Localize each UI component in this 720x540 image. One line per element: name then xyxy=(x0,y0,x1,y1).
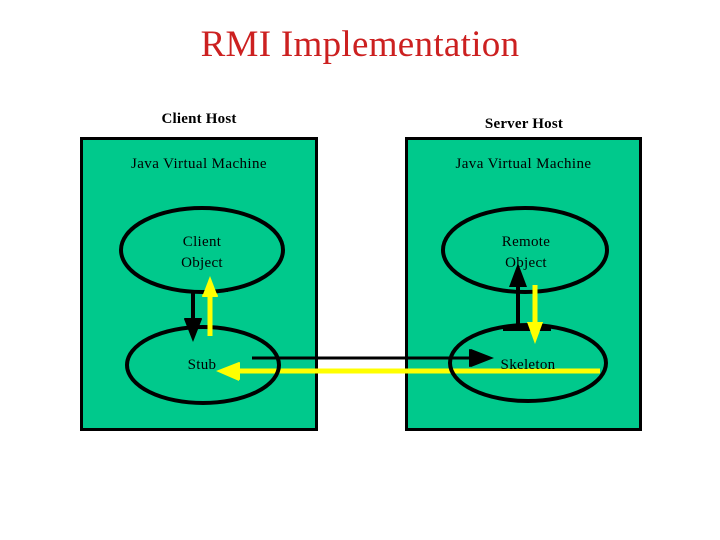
client-object-label-line2: Object xyxy=(181,255,223,271)
server-jvm-label: Java Virtual Machine xyxy=(455,156,592,172)
remote-object-label-line2: Object xyxy=(505,255,547,271)
client-object-label-line1: Client xyxy=(182,234,222,250)
server-jvm-box xyxy=(405,137,642,431)
remote-object-label-line1: Remote xyxy=(501,234,551,250)
client-jvm-box xyxy=(80,137,318,431)
client-host-label: Client Host xyxy=(161,111,237,127)
remote-object-label: Remote Object xyxy=(446,232,606,274)
stub-label: Stub xyxy=(127,355,277,376)
server-host-label: Server Host xyxy=(484,116,564,132)
stub-label-line1: Stub xyxy=(187,357,217,373)
client-object-label: Client Object xyxy=(122,232,282,274)
page-title: RMI Implementation xyxy=(200,24,520,65)
skeleton-label: Skeleton xyxy=(452,355,604,376)
skeleton-label-line1: Skeleton xyxy=(500,357,556,373)
client-jvm-label: Java Virtual Machine xyxy=(131,156,267,172)
